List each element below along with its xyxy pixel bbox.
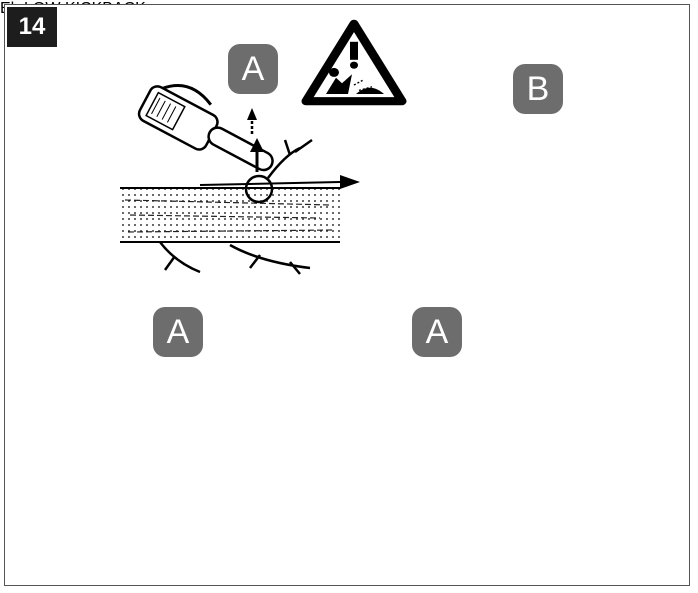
kickback-warning-icon bbox=[306, 24, 402, 101]
label-a-right: A bbox=[412, 307, 462, 357]
label-a-top: A bbox=[228, 44, 278, 94]
label-b: B bbox=[513, 64, 563, 114]
label-a-left: A bbox=[153, 307, 203, 357]
branch-icon bbox=[160, 242, 310, 274]
